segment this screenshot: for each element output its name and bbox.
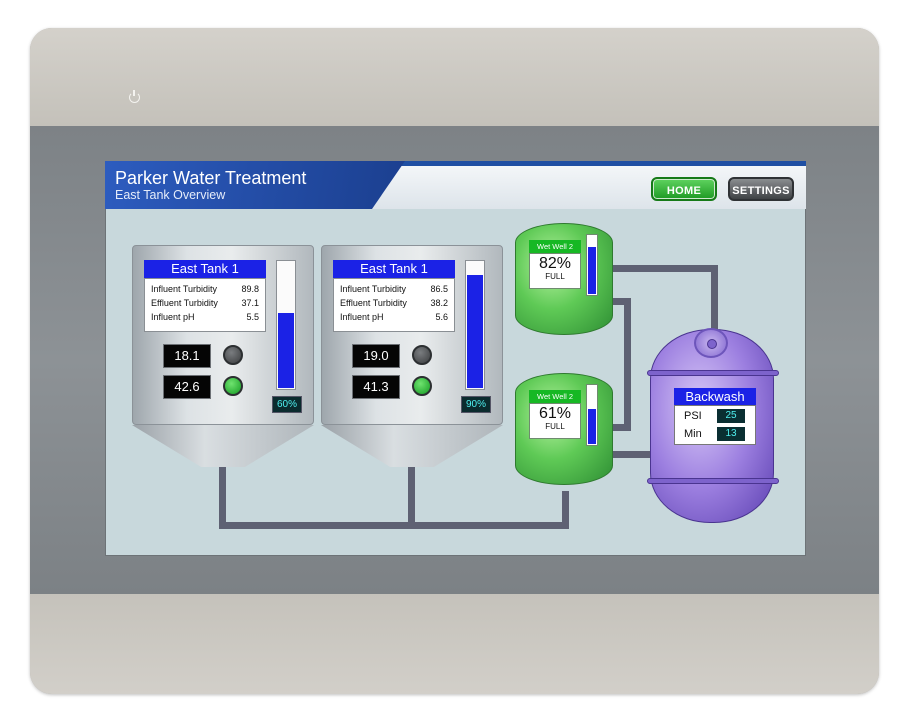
indicator-lamp-on-icon[interactable]: [412, 376, 432, 396]
wet-well-2-label: Wet Well 2: [529, 390, 581, 403]
indicator-lamp-on-icon[interactable]: [223, 376, 243, 396]
pipe-well2-backwash: [605, 451, 655, 458]
wet-well-2-percent: 61%: [538, 405, 572, 422]
pipe-well1-side: [605, 298, 631, 305]
backwash-vessel: Backwash PSI 25 Min 13: [647, 328, 779, 523]
header-band: [105, 161, 405, 209]
backwash-title: Backwash: [674, 388, 756, 405]
tank-2-level-percent: 90%: [461, 396, 491, 413]
reading-label: Influent pH: [340, 312, 384, 322]
pipe-well2-side: [605, 424, 631, 431]
wet-well-2-status: FULL: [545, 422, 565, 431]
indicator-lamp-off-icon[interactable]: [223, 345, 243, 365]
home-button[interactable]: HOME: [651, 177, 717, 201]
backwash-rim-top: [647, 370, 779, 376]
page-subtitle: East Tank Overview: [115, 188, 226, 202]
tank-2-flow-2: 41.3: [352, 375, 400, 399]
backwash-rim-bottom: [647, 478, 779, 484]
reading-label: Effluent Turbidity: [151, 298, 218, 308]
reading-value: 38.2: [430, 298, 448, 308]
hmi-screen: Parker Water Treatment East Tank Overvie…: [105, 161, 806, 556]
wet-well-1-percent: 82%: [538, 255, 572, 272]
tank-1-panel: East Tank 1 Influent Turbidity 89.8 Effl…: [132, 245, 314, 425]
backwash-psi-label: PSI: [684, 410, 702, 422]
tank-1-level-bar: [276, 260, 296, 390]
wet-well-1-readout: 82% FULL: [529, 253, 581, 289]
pipe-backwash-riser: [711, 265, 718, 335]
reading-label: Influent Turbidity: [151, 284, 218, 294]
wet-well-1-level-bar: [586, 234, 598, 296]
wet-well-2: Wet Well 2 61% FULL: [515, 373, 613, 485]
tank-1-level-percent: 60%: [272, 396, 302, 413]
reading-value: 5.5: [246, 312, 259, 322]
indicator-lamp-off-icon[interactable]: [412, 345, 432, 365]
wet-well-2-level-fill: [588, 409, 596, 444]
tank-1-level-fill: [278, 313, 294, 388]
wet-well-1: Wet Well 2 82% FULL: [515, 223, 613, 335]
app-title: Parker Water Treatment: [115, 168, 307, 188]
reading-value: 37.1: [241, 298, 259, 308]
reading-label: Influent pH: [151, 312, 195, 322]
backwash-readings: PSI 25 Min 13: [674, 405, 756, 445]
pipe-well2-drop: [562, 491, 569, 529]
pipe-tank2-drop: [408, 467, 415, 529]
tank-2-title: East Tank 1: [333, 260, 455, 278]
backwash-min-label: Min: [684, 428, 702, 440]
reading-value: 5.6: [435, 312, 448, 322]
reading-label: Influent Turbidity: [340, 284, 407, 294]
backwash-port-icon: [694, 328, 728, 358]
bezel-bottom: [30, 594, 879, 694]
reading-label: Effluent Turbidity: [340, 298, 407, 308]
wet-well-2-readout: 61% FULL: [529, 403, 581, 439]
wet-well-1-status: FULL: [545, 272, 565, 281]
tank-1-flow-2: 42.6: [163, 375, 211, 399]
tank-2-flow-1: 19.0: [352, 344, 400, 368]
tank-2-panel: East Tank 1 Influent Turbidity 86.5 Effl…: [321, 245, 503, 425]
pipe-wells-link: [624, 298, 631, 431]
pipe-tank1-drop: [219, 467, 226, 529]
reading-value: 86.5: [430, 284, 448, 294]
tank-2-hopper: [321, 425, 503, 467]
tank-2-level-fill: [467, 274, 483, 388]
backwash-psi-value: 25: [717, 409, 745, 423]
reading-value: 89.8: [241, 284, 259, 294]
backwash-min-value: 13: [717, 427, 745, 441]
tank-1-title: East Tank 1: [144, 260, 266, 278]
tank-1-hopper: [132, 425, 314, 467]
wet-well-2-level-bar: [586, 384, 598, 446]
wet-well-1-level-fill: [588, 246, 596, 294]
pipe-bottom-header: [219, 522, 569, 529]
settings-button[interactable]: SETTINGS: [728, 177, 794, 201]
power-icon[interactable]: [129, 90, 140, 103]
tank-2-level-bar: [465, 260, 485, 390]
tank-1-readings: Influent Turbidity 89.8 Effluent Turbidi…: [144, 278, 266, 332]
pipe-well1-top: [597, 265, 718, 272]
wet-well-1-label: Wet Well 2: [529, 240, 581, 253]
tank-1-flow-1: 18.1: [163, 344, 211, 368]
bezel-top: [30, 28, 879, 126]
tank-2-readings: Influent Turbidity 86.5 Effluent Turbidi…: [333, 278, 455, 332]
